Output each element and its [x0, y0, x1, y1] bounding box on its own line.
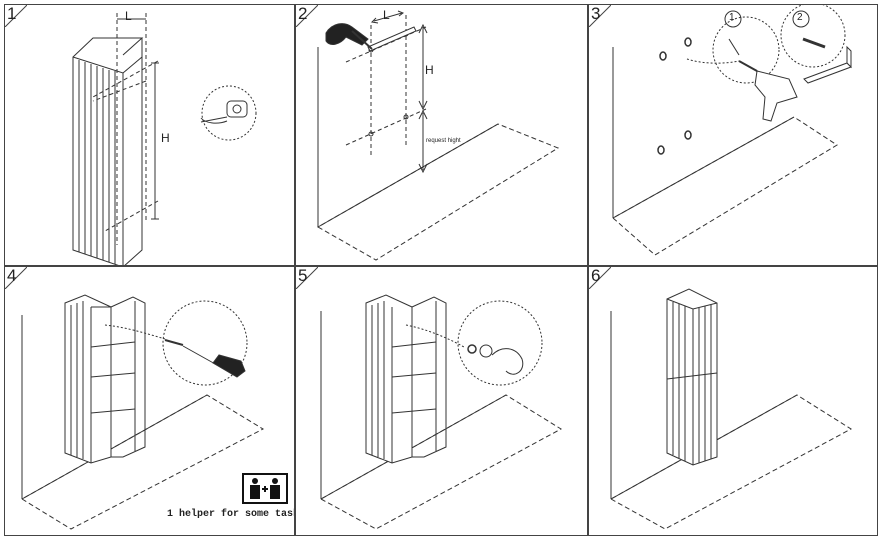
height-label: H — [425, 63, 434, 77]
step-2-panel: 2 — [295, 4, 588, 266]
installed-cabinet-illustration — [609, 288, 852, 530]
step-number-badge: 6 — [589, 266, 611, 289]
helper-caption: 1 helper for some tasks — [167, 509, 295, 520]
step-5-panel: 5 — [295, 266, 588, 536]
step-6-panel: 6 — [588, 266, 878, 536]
step-number-badge: 1 — [5, 4, 27, 27]
height-label: H — [161, 131, 170, 145]
detail-one-label: 1 — [729, 12, 735, 23]
step-number: 3 — [591, 4, 601, 23]
step-number-badge: 2 — [296, 4, 318, 27]
step-number-badge: 3 — [589, 4, 611, 27]
two-people-icon — [242, 473, 288, 504]
step-4-panel: 4 1 helper for — [4, 266, 295, 536]
cabinet-measure-illustration — [72, 13, 257, 265]
step-number: 1 — [7, 4, 17, 23]
request-height-label: request hight — [426, 138, 461, 144]
step-number: 2 — [298, 4, 308, 23]
handle-install-illustration — [319, 294, 562, 530]
drill-bracket-illustration — [612, 5, 852, 256]
step-number-badge: 5 — [296, 266, 318, 289]
cabinet-hanging-illustration — [21, 294, 265, 530]
step-number-badge: 4 — [5, 266, 27, 289]
step-number: 6 — [591, 266, 601, 285]
wall-marking-illustration — [316, 10, 560, 261]
detail-two-label: 2 — [797, 12, 803, 23]
step-1-panel: 1 — [4, 4, 295, 266]
length-label: L — [383, 8, 390, 22]
step-3-panel: 3 1 2 — [588, 4, 878, 266]
step-number: 4 — [7, 266, 17, 285]
length-label: L — [125, 9, 132, 23]
step-number: 5 — [298, 266, 308, 285]
